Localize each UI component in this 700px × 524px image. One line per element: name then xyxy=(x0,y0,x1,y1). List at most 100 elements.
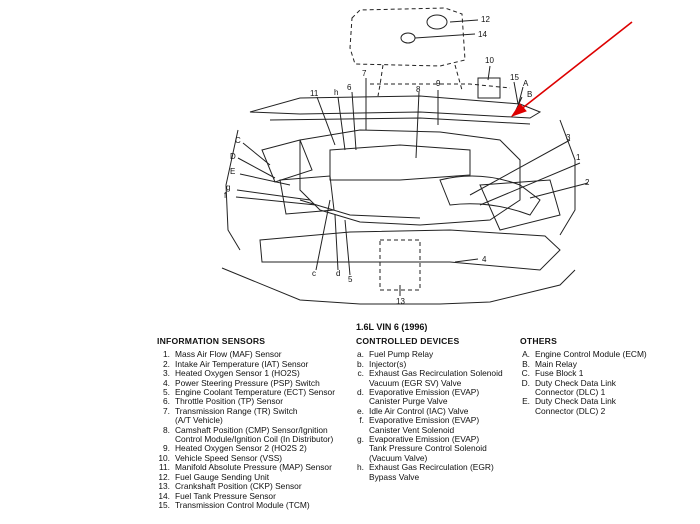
callout-8: 8 xyxy=(416,85,421,94)
legend-text: Evaporative Emission (EVAP) Canister Pur… xyxy=(369,387,480,407)
legend-text: Power Steering Pressure (PSP) Switch xyxy=(175,377,320,388)
legend-key: 3. xyxy=(163,368,170,379)
legend-key: 1. xyxy=(163,349,170,360)
callout-3: 3 xyxy=(566,133,571,142)
legend-item: b.Injector(s) xyxy=(356,358,516,369)
legend-item: 5. Engine Coolant Temperature (ECT) Senso… xyxy=(157,387,347,398)
legend-key: 12. xyxy=(158,471,170,482)
legend-item: 2.Intake Air Temperature (IAT) Sensor xyxy=(157,358,347,369)
legend-text: Duty Check Data Link Connector (DLC) 2 xyxy=(535,396,616,416)
controlled-devices-title: CONTROLLED DEVICES xyxy=(356,336,460,346)
legend-item: A.Engine Control Module (ECM) xyxy=(520,349,690,360)
legend-item: d.Evaporative Emission (EVAP) Canister P… xyxy=(356,387,516,407)
vehicle-rear-outline xyxy=(370,64,511,97)
cowl-inner xyxy=(269,117,531,125)
callout-c: c xyxy=(312,269,316,278)
legend-text: Fuel Tank Pressure Sensor xyxy=(175,490,276,501)
legend-item: a.Fuel Pump Relay xyxy=(356,349,516,360)
legend-key: D. xyxy=(521,377,530,388)
legend-key: 10. xyxy=(158,452,170,463)
callout-7: 7 xyxy=(362,69,367,78)
callout-5: 5 xyxy=(348,275,353,284)
engine-block xyxy=(299,129,521,226)
legend-item: 6. Throttle Position (TP) Sensor xyxy=(157,396,347,407)
highlight-arrow xyxy=(510,21,633,117)
legend-key: f. xyxy=(359,415,364,426)
callout-d: d xyxy=(336,269,340,278)
legend-text: Heated Oxygen Sensor 1 (HO2S) xyxy=(175,368,300,379)
callout-10: 10 xyxy=(485,56,494,65)
legend-item: 8.Camshaft Position (CMP) Sensor/Ignitio… xyxy=(157,424,347,445)
callout-9: 9 xyxy=(436,79,441,88)
callout-g: g xyxy=(226,183,230,192)
legend-text: Fuel Pump Relay xyxy=(369,349,434,360)
callout-A: A xyxy=(523,79,529,88)
legend-key: 2. xyxy=(163,358,170,369)
callout-15: 15 xyxy=(510,73,519,82)
legend-item: B. Main Relay xyxy=(520,358,690,369)
legend-text: Exhaust Gas Recirculation (EGR) Bypass V… xyxy=(369,462,494,482)
callout-4: 4 xyxy=(482,255,487,264)
air-cleaner xyxy=(479,179,561,231)
callout-h: h xyxy=(334,88,338,97)
leader-lines xyxy=(235,19,589,296)
legend-text: Duty Check Data Link Connector (DLC) 1 xyxy=(535,377,616,398)
callout-6: 6 xyxy=(347,83,352,92)
others-list: A.Engine Control Module (ECM)B. Main Rela… xyxy=(520,349,690,416)
callout-f: f xyxy=(224,191,227,200)
legend-text: Mass Air Flow (MAF) Sensor xyxy=(175,349,282,360)
legend-item: 10. Vehicle Speed Sensor (VSS) xyxy=(157,452,347,463)
legend-key: e. xyxy=(357,405,364,416)
radiator-support xyxy=(259,229,561,271)
cowl xyxy=(249,95,542,119)
legend-text: Heated Oxygen Sensor 2 (HO2S 2) xyxy=(175,443,307,454)
fuse-block xyxy=(261,139,313,183)
legend-text: Evaporative Emission (EVAP) Canister Ven… xyxy=(369,415,480,435)
information-sensors-title: INFORMATION SENSORS xyxy=(157,336,266,346)
legend-key: B. xyxy=(522,358,530,369)
legend-key: h. xyxy=(357,462,364,473)
front-bumper xyxy=(221,267,576,305)
legend-text: Engine Coolant Temperature (ECT) Sensor xyxy=(175,387,335,398)
legend-key: c. xyxy=(357,368,364,379)
legend-item: g.Evaporative Emission (EVAP) Tank Press… xyxy=(356,434,516,463)
legend-text: Exhaust Gas Recirculation Solenoid Vacuu… xyxy=(369,368,503,388)
legend-item: 9.Heated Oxygen Sensor 2 (HO2S 2) xyxy=(157,443,347,454)
callout-D: D xyxy=(230,152,236,161)
legend-text: Crankshaft Position (CKP) Sensor xyxy=(175,481,302,492)
legend-text: Vehicle Speed Sensor (VSS) xyxy=(175,452,283,463)
legend-key: 8. xyxy=(163,424,170,435)
exhaust xyxy=(299,199,421,219)
callout-2: 2 xyxy=(585,178,590,187)
legend-key: C. xyxy=(521,368,530,379)
callout-C: C xyxy=(235,136,241,145)
legend-key: 14. xyxy=(158,490,170,501)
legend-item: 7. Transmission Range (TR) Switch (A/T Ve… xyxy=(157,405,347,426)
legend-item: 1. Mass Air Flow (MAF) Sensor xyxy=(157,349,347,360)
legend-key: A. xyxy=(522,349,530,360)
legend-text: Throttle Position (TP) Sensor xyxy=(175,396,283,407)
legend-key: 11. xyxy=(158,462,170,473)
legend-key: 5. xyxy=(163,387,170,398)
fuel-tank-pressure-sensor xyxy=(400,32,416,44)
fuel-gauge-sending-unit xyxy=(426,14,448,30)
others-title: OTHERS xyxy=(520,336,558,346)
legend-key: 4. xyxy=(163,377,170,388)
legend-text: Injector(s) xyxy=(369,358,407,369)
legend-key: E. xyxy=(522,396,530,407)
legend-item: 12. Fuel Gauge Sending Unit xyxy=(157,471,347,482)
left-fender xyxy=(225,129,241,251)
legend-key: 6. xyxy=(163,396,170,407)
legend-text: Fuel Gauge Sending Unit xyxy=(175,471,270,482)
legend-text: Main Relay xyxy=(535,358,577,369)
callout-11: 11 xyxy=(310,89,319,98)
legend-text: Transmission Range (TR) Switch (A/T Vehi… xyxy=(175,405,298,426)
vss-body xyxy=(477,77,501,99)
legend-key: g. xyxy=(357,434,364,445)
air-intake-duct xyxy=(439,175,541,216)
legend-key: 7. xyxy=(163,405,170,416)
